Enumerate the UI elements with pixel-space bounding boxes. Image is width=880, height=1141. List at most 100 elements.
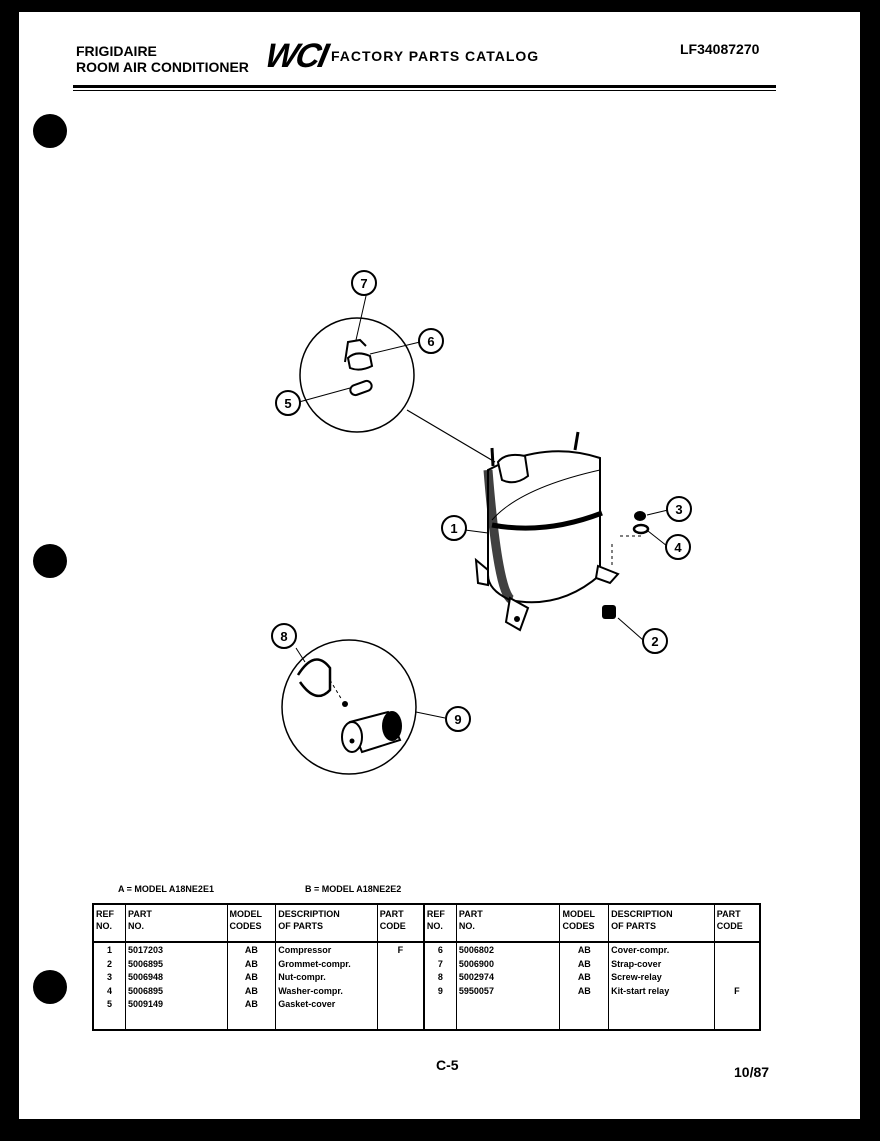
compressor-part <box>474 431 620 632</box>
brand-name: FRIGIDAIRE <box>76 43 157 59</box>
screw-relay-part <box>296 658 332 698</box>
desc-cell: Strap-cover <box>611 958 662 969</box>
code-cell <box>380 971 421 985</box>
header-rule <box>73 85 776 88</box>
revision-date: 10/87 <box>734 1064 770 1080</box>
callout-3-label: 3 <box>675 502 682 517</box>
model-cell: AB <box>577 972 591 983</box>
part-cell: 5006895 <box>127 985 164 996</box>
model-cell: AB <box>577 985 591 996</box>
washer-compr-part <box>632 523 650 535</box>
ref-cell: 1 <box>106 945 112 955</box>
code-column: F <box>377 942 425 1030</box>
cover-compr-part <box>346 352 374 371</box>
header-rule-thin <box>73 90 776 91</box>
code-cell <box>380 958 421 972</box>
callout-4: 4 <box>665 534 691 560</box>
code-cell <box>380 998 421 1012</box>
ref-cell: 4 <box>106 985 112 996</box>
callout-8-label: 8 <box>280 629 287 644</box>
model-cell: AB <box>244 999 258 1010</box>
model-cell: AB <box>577 958 591 969</box>
header-left: FRIGIDAIRE ROOM AIR CONDITIONER <box>76 43 249 75</box>
start-relay-kit-part <box>341 710 402 754</box>
strap-cover-part <box>344 338 367 363</box>
desc-cell: Gasket-cover <box>278 999 336 1010</box>
model-a-legend: A = MODEL A18NE2E1 <box>118 884 214 894</box>
desc-cell: Cover-compr. <box>611 945 670 955</box>
code-cell <box>717 958 757 972</box>
code-cell <box>380 985 421 999</box>
callout-7: 7 <box>351 270 377 296</box>
page-number: C-5 <box>436 1057 459 1073</box>
code-cell: F <box>734 985 740 996</box>
callout-8: 8 <box>271 623 297 649</box>
callout-1-label: 1 <box>450 521 457 536</box>
ref-cell: 9 <box>437 985 443 996</box>
callout-1: 1 <box>441 515 467 541</box>
catalog-title: FACTORY PARTS CATALOG <box>331 48 540 64</box>
desc-cell: Screw-relay <box>611 972 662 983</box>
catalog-number: LF34087270 <box>680 41 760 57</box>
product-name: ROOM AIR CONDITIONER <box>76 59 249 75</box>
model-cell: AB <box>244 972 258 983</box>
model-b-legend: B = MODEL A18NE2E2 <box>305 884 402 894</box>
model-cell: AB <box>577 945 591 955</box>
ref-cell: 3 <box>106 972 112 983</box>
binder-hole <box>33 114 67 148</box>
desc-cell: Nut-compr. <box>278 972 326 983</box>
callout-9-label: 9 <box>454 712 461 727</box>
binder-hole <box>33 970 67 1004</box>
part-cell: 5006895 <box>127 958 164 969</box>
callout-9: 9 <box>445 706 471 732</box>
binder-hole <box>33 544 67 578</box>
callout-6: 6 <box>418 328 444 354</box>
ref-cell: 5 <box>106 999 112 1010</box>
callout-4-label: 4 <box>674 540 682 555</box>
callout-7-label: 7 <box>360 276 367 291</box>
model-cell: AB <box>244 985 258 996</box>
nut-compr-part <box>634 511 646 521</box>
ref-cell: 6 <box>437 945 443 955</box>
callout-5-label: 5 <box>284 396 291 411</box>
desc-cell: Grommet-compr. <box>278 958 351 969</box>
callout-2-label: 2 <box>651 634 658 649</box>
grommet-compr-part <box>602 605 616 619</box>
part-cell: 5017203 <box>127 945 164 955</box>
part-cell: 5009149 <box>127 999 164 1010</box>
gasket-cover-part <box>349 379 373 397</box>
callout-6-label: 6 <box>427 334 434 349</box>
desc-cell: Kit-start relay <box>611 985 670 996</box>
code-column: F <box>714 942 760 1030</box>
part-column: 5017203 5006895 5006948 5006895 5009149 <box>125 942 228 1030</box>
callout-2: 2 <box>642 628 668 654</box>
desc-cell: Washer-compr. <box>278 985 343 996</box>
model-column: AB AB AB AB <box>559 942 610 1030</box>
part-cell: 5006948 <box>127 972 164 983</box>
model-cell: AB <box>244 945 258 955</box>
desc-cell: Compressor <box>278 945 332 955</box>
part-cell: 5950057 <box>458 985 494 996</box>
detail-circle-upper <box>299 317 415 433</box>
detail-circle-lower <box>281 639 417 775</box>
callout-3: 3 <box>666 496 692 522</box>
code-cell <box>717 971 757 985</box>
